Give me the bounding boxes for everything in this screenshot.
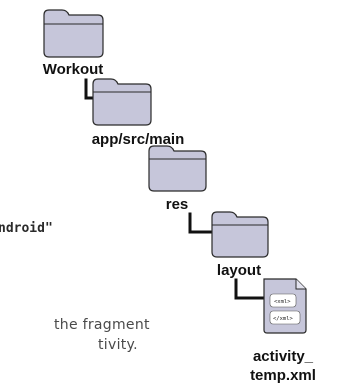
folder-icon[interactable]	[92, 78, 152, 126]
folder-label-layout: layout	[217, 262, 261, 279]
connector-res-layout	[188, 212, 214, 234]
folder-label-app-src-main: app/src/main	[92, 131, 185, 148]
folder-label-res: res	[166, 196, 189, 213]
file-label-line-1: activity_	[253, 348, 314, 365]
file-label-line-2: temp.xml	[250, 367, 316, 384]
folder-icon[interactable]	[43, 9, 104, 58]
folder-label-workout: Workout	[43, 61, 104, 78]
folder-icon[interactable]	[148, 145, 207, 192]
doc-icon-text-open: <xml>	[274, 299, 291, 305]
xml-file-icon[interactable]: <xml> </xml>	[263, 278, 307, 334]
note-line-1: the fragment	[54, 317, 150, 333]
connector-layout-file	[234, 278, 264, 300]
note-line-2: tivity.	[98, 337, 138, 353]
code-fragment: ndroid"	[0, 221, 53, 236]
doc-icon-text-close: </xml>	[273, 316, 294, 322]
folder-icon[interactable]	[211, 211, 269, 258]
